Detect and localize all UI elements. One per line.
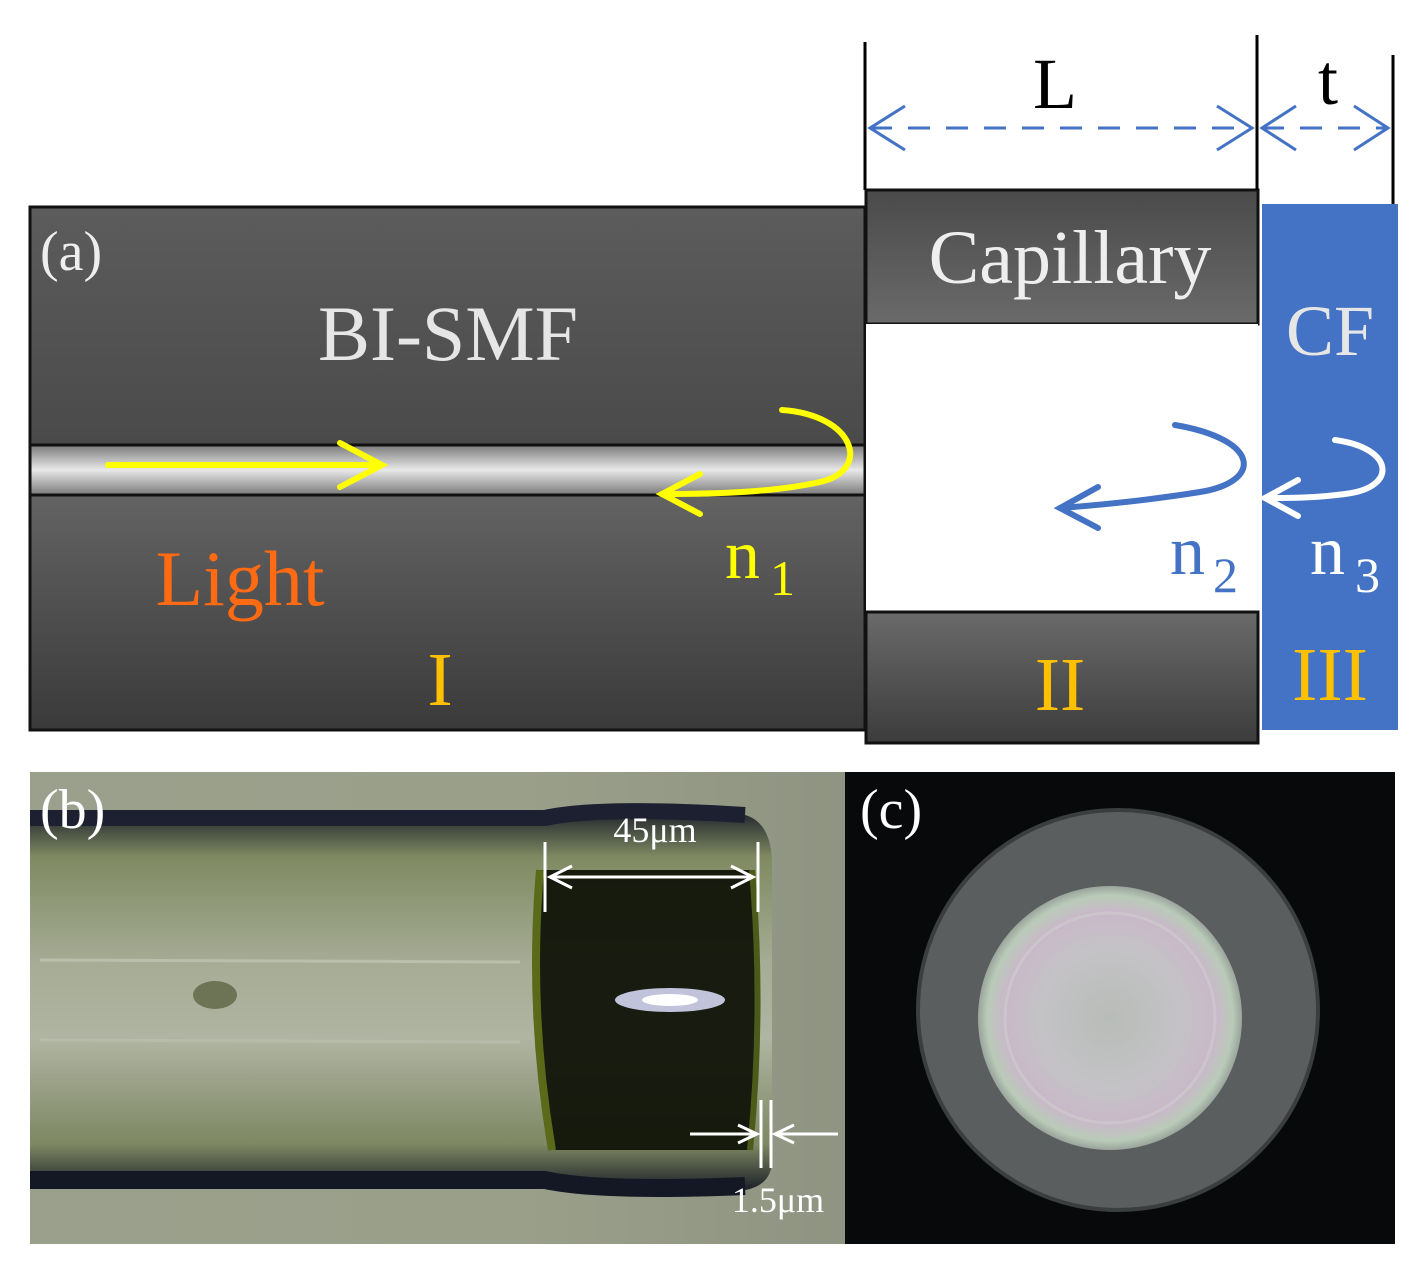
dim-arrow-L: [867, 104, 1255, 152]
region-3-label: III: [1292, 633, 1368, 717]
index-n1: n 1: [725, 517, 795, 606]
air-cavity: [866, 324, 1258, 612]
svg-text:n: n: [1170, 513, 1205, 590]
svg-text:n: n: [725, 517, 760, 594]
svg-text:1: 1: [770, 550, 795, 606]
region-1-label: I: [427, 638, 452, 722]
dim-label-L: L: [1033, 44, 1077, 124]
light-label: Light: [156, 535, 325, 622]
reflection-arrow-2: [1053, 422, 1247, 531]
smf-core: [28, 443, 867, 497]
dim-arrow-1-5um: [690, 1100, 838, 1168]
svg-text:n: n: [1310, 513, 1345, 590]
panel-c: (c): [845, 772, 1395, 1244]
capillary-bottom-wall: [864, 610, 1260, 745]
dim-arrow-45um: [543, 842, 760, 912]
wall-thickness-label: 1.5μm: [732, 1180, 824, 1220]
fiber-core-disk: [978, 886, 1242, 1150]
panel-a: L t (a) BI-SMF Light Capillary CF I II I…: [28, 35, 1398, 745]
dim-arrow-t: [1259, 104, 1391, 152]
gap-length-label: 45μm: [613, 810, 696, 850]
panel-a-label: (a): [40, 221, 102, 283]
cf-layer: [1262, 204, 1398, 730]
capillary-top-wall: [864, 188, 1260, 326]
reflection-arrow-1: [655, 407, 853, 517]
panel-c-label: (c): [860, 779, 922, 841]
reflection-arrow-3: [1258, 437, 1386, 519]
panel-b: 45μm 1.5μm (b): [30, 772, 845, 1244]
smf-cladding-bottom: [28, 493, 867, 732]
cf-label: CF: [1286, 291, 1374, 371]
svg-text:3: 3: [1355, 547, 1380, 603]
index-n3: n 3: [1310, 513, 1380, 603]
svg-text:2: 2: [1213, 547, 1238, 603]
smf-cladding-top: [28, 205, 867, 447]
panel-b-label: (b): [40, 779, 105, 841]
dim-label-t: t: [1318, 40, 1338, 120]
index-n2: n 2: [1170, 513, 1238, 603]
forward-light-arrow: [105, 440, 389, 490]
smf-label: BI-SMF: [318, 290, 578, 377]
capillary-label: Capillary: [929, 216, 1212, 300]
region-2-label: II: [1035, 643, 1086, 727]
